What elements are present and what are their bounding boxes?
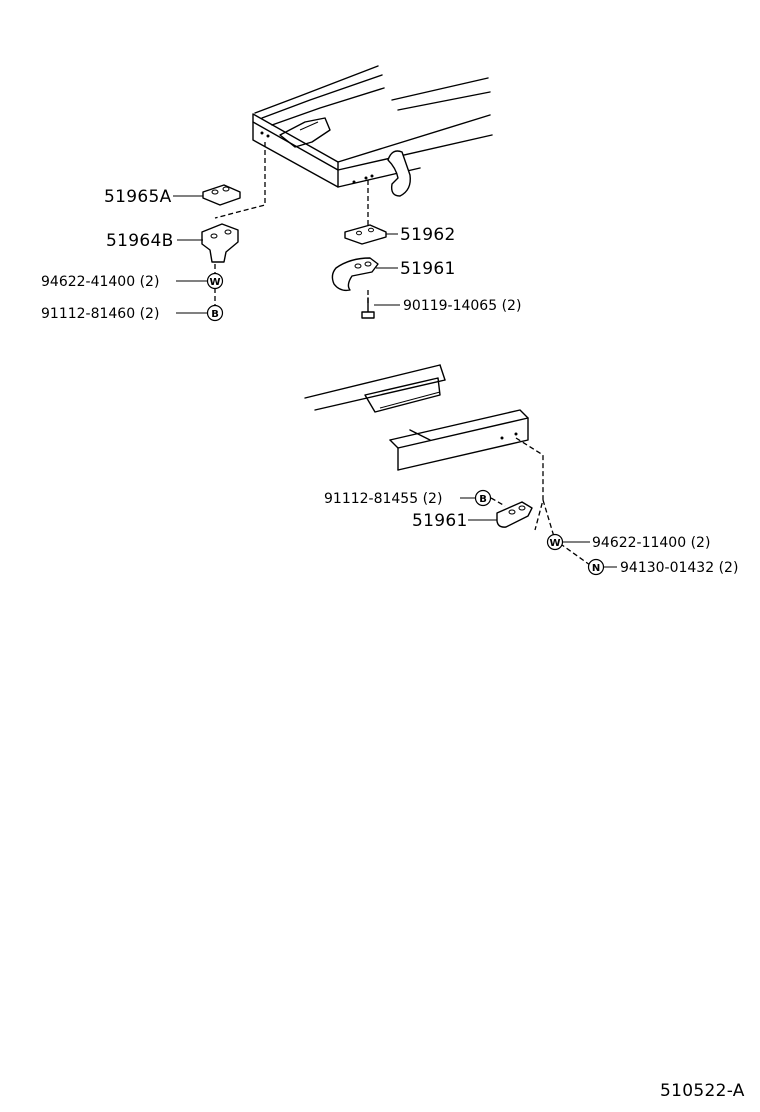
front-frame-drawing: [214, 65, 493, 305]
label-51964B: 51964B: [106, 231, 174, 251]
spacer-51962: [344, 224, 387, 245]
bracket-51964B: [201, 223, 239, 263]
bolt-symbol-lower: B: [474, 489, 492, 507]
label-51961-bottom: 51961: [412, 511, 468, 531]
nut-symbol-lower: N: [587, 558, 605, 576]
label-94622-41400: 94622-41400 (2): [41, 274, 159, 290]
label-94622-11400: 94622-11400 (2): [592, 535, 710, 551]
svg-text:W: W: [209, 277, 220, 288]
washer-symbol-lower: W: [546, 533, 564, 551]
label-51961-top: 51961: [400, 259, 456, 279]
bolt-90119-14065: [361, 297, 375, 319]
svg-text:W: W: [549, 538, 560, 549]
label-90119-14065: 90119-14065 (2): [403, 298, 521, 314]
figure-code: 510522-A: [660, 1081, 745, 1101]
plate-51965A: [202, 184, 241, 206]
label-94130-01432: 94130-01432 (2): [620, 560, 738, 576]
label-91112-81455: 91112-81455 (2): [324, 491, 442, 507]
label-51962: 51962: [400, 225, 456, 245]
bolt-symbol-upper: B: [206, 304, 224, 322]
tow-hook-51961-top: [331, 257, 379, 292]
svg-text:N: N: [592, 563, 600, 574]
leader-lines-upper: [173, 195, 400, 314]
label-51965A: 51965A: [104, 187, 172, 207]
washer-symbol-upper: W: [206, 272, 224, 290]
label-91112-81460: 91112-81460 (2): [41, 306, 159, 322]
tow-hook-51961-bottom: [496, 501, 533, 528]
leader-lines-lower: [460, 497, 617, 568]
svg-text:B: B: [479, 494, 487, 505]
svg-text:B: B: [211, 309, 219, 320]
rear-frame-drawing: [304, 364, 591, 566]
